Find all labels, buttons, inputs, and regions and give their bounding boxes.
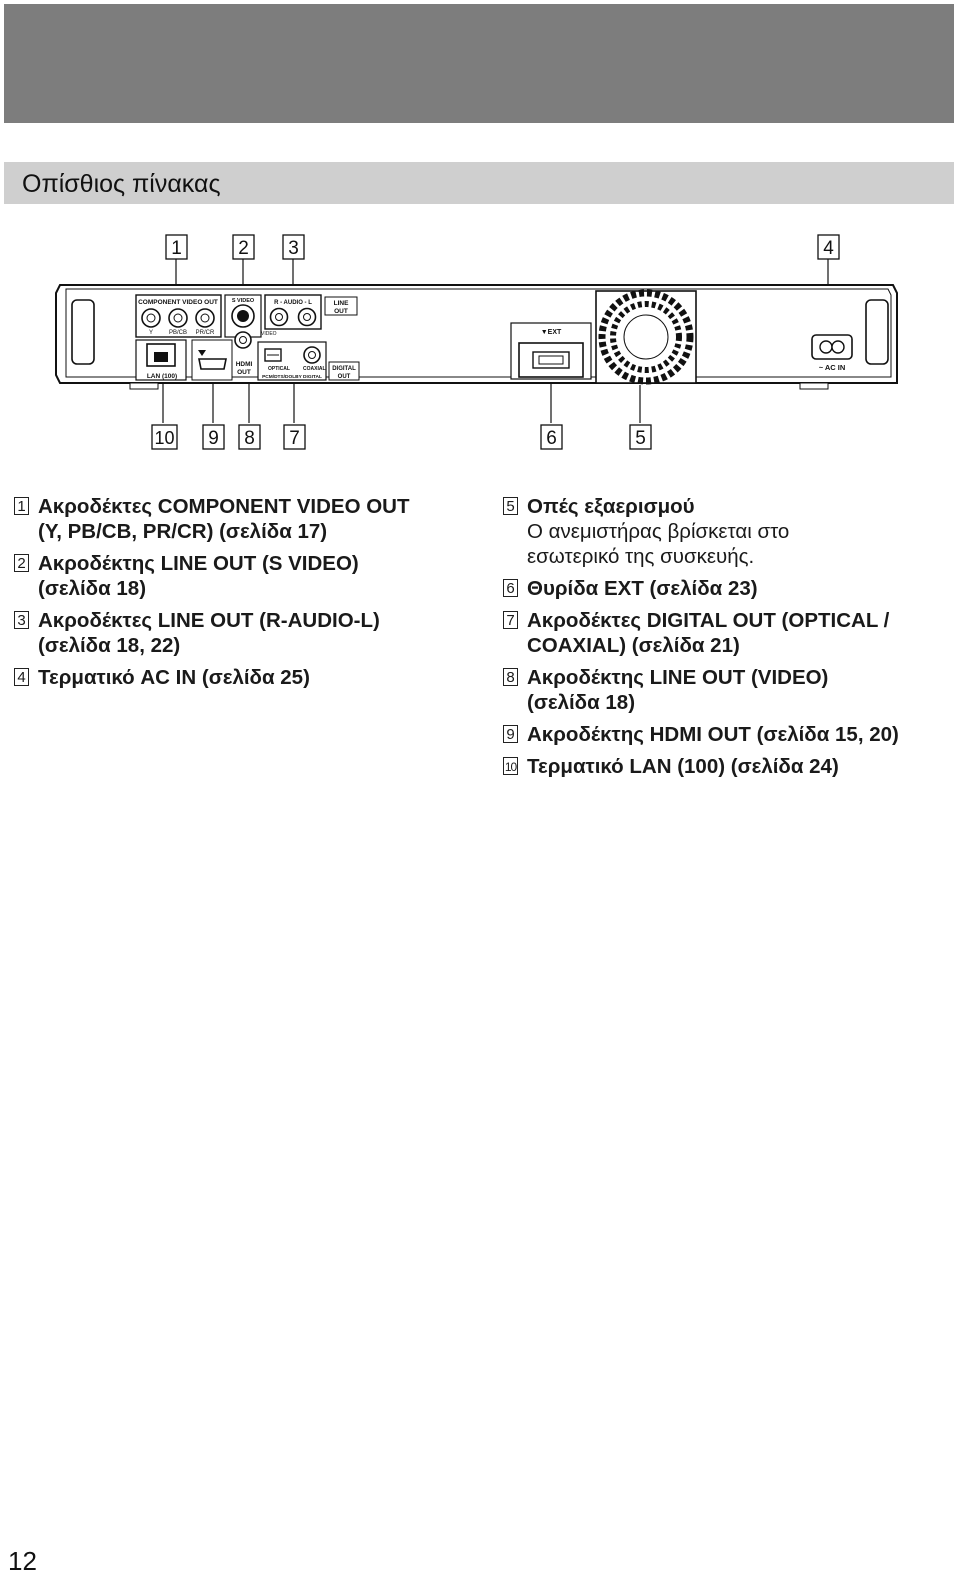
lan-port: LAN (100) <box>135 339 187 381</box>
callout-1: 1 <box>165 234 188 260</box>
svg-text:COMPONENT VIDEO OUT: COMPONENT VIDEO OUT <box>138 299 218 306</box>
list-item: 7 Ακροδέκτες DIGITAL OUT (OPTICAL / COAX… <box>503 608 955 658</box>
svg-text:1: 1 <box>171 238 182 259</box>
item-text: Ακροδέκτης HDMI OUT (σελίδα 15, 20) <box>527 723 899 746</box>
item-text: Τερματικό LAN (100) (σελίδα 24) <box>527 755 839 778</box>
svg-text:Y: Y <box>149 330 153 336</box>
section-header: Οπίσθιος πίνακας <box>4 162 954 204</box>
ext-slot: ▼EXT <box>510 322 592 380</box>
svg-text:4: 4 <box>823 238 834 259</box>
svg-text:9: 9 <box>208 428 219 449</box>
svg-text:LAN (100): LAN (100) <box>147 373 177 380</box>
item-text: Θυρίδα EXT (σελίδα 23) <box>527 577 758 600</box>
list-item: 10 Τερματικό LAN (100) (σελίδα 24) <box>503 754 955 779</box>
svg-text:VIDEO: VIDEO <box>261 331 277 337</box>
svg-text:5: 5 <box>635 428 646 449</box>
item-text: Τερματικό AC IN (σελίδα 25) <box>38 666 310 689</box>
rear-panel-diagram: 1 2 3 4 <box>55 234 898 450</box>
component-video-out-jacks: COMPONENT VIDEO OUT Y PB/CB PR/CR <box>135 294 222 338</box>
left-description-list: 1 Ακροδέκτες COMPONENT VIDEO OUT (Y, PB/… <box>14 494 464 697</box>
item-text: Οπές εξαερισμού <box>527 495 695 518</box>
header-band <box>4 4 954 123</box>
item-number: 7 <box>503 611 518 629</box>
svg-text:HDMI: HDMI <box>236 361 253 368</box>
svg-text:PB/CB: PB/CB <box>169 330 187 336</box>
item-number: 5 <box>503 497 518 515</box>
item-text: (σελίδα 18, 22) <box>38 634 181 657</box>
svg-text:PCM/DTS/DOLBY DIGITAL: PCM/DTS/DOLBY DIGITAL <box>262 374 322 380</box>
item-number: 6 <box>503 579 518 597</box>
svg-text:OUT: OUT <box>334 308 348 315</box>
svg-text:▼EXT: ▼EXT <box>541 329 562 336</box>
callout-5: 5 <box>629 424 652 450</box>
svg-text:OPTICAL: OPTICAL <box>268 366 290 372</box>
section-title: Οπίσθιος πίνακας <box>22 170 221 198</box>
item-text: (σελίδα 18) <box>527 691 636 714</box>
svg-text:10: 10 <box>154 428 174 448</box>
callout-6: 6 <box>540 424 563 450</box>
item-number: 3 <box>14 611 29 629</box>
item-number: 10 <box>503 757 518 775</box>
callout-2: 2 <box>232 234 255 260</box>
r-audio-l-jacks: R - AUDIO - L <box>264 294 322 330</box>
line-out-label: LINE OUT <box>324 296 358 316</box>
svg-text:LINE: LINE <box>334 300 349 307</box>
item-text: (Y, PB/CB, PR/CR) (σελίδα 17) <box>38 520 328 543</box>
list-item: 5 Οπές εξαερισμού Ο ανεμιστήρας βρίσκετα… <box>503 494 955 569</box>
ac-in-terminal: ~ AC IN <box>811 334 853 372</box>
callout-3: 3 <box>282 234 305 260</box>
list-item: 3 Ακροδέκτες LINE OUT (R-AUDIO-L) (σελίδ… <box>14 608 464 658</box>
item-number: 9 <box>503 725 518 743</box>
callout-8: 8 <box>238 424 261 450</box>
item-text: Ακροδέκτες DIGITAL OUT (OPTICAL / <box>527 609 890 632</box>
item-number: 2 <box>14 554 29 572</box>
item-number: 1 <box>14 497 29 515</box>
list-item: 8 Ακροδέκτης LINE OUT (VIDEO) (σελίδα 18… <box>503 665 955 715</box>
item-text: COAXIAL) (σελίδα 21) <box>527 634 740 657</box>
ventilation-grille <box>595 289 697 385</box>
callout-7: 7 <box>283 424 306 450</box>
s-video-and-video-jacks: S VIDEO VIDEO <box>224 294 277 349</box>
item-description: εσωτερικό της συσκευής. <box>527 545 755 568</box>
digital-out-jacks: OPTICAL COAXIAL PCM/DTS/DOLBY DIGITAL DI… <box>257 341 360 381</box>
page-number: 12 <box>8 1546 37 1576</box>
item-text: Ακροδέκτες LINE OUT (R-AUDIO-L) <box>38 609 380 632</box>
svg-text:6: 6 <box>546 428 557 449</box>
svg-text:~ AC IN: ~ AC IN <box>819 363 846 372</box>
svg-text:7: 7 <box>289 428 300 449</box>
callout-4: 4 <box>817 234 840 260</box>
svg-text:OUT: OUT <box>338 374 351 380</box>
svg-text:3: 3 <box>288 238 299 259</box>
list-item: 4 Τερματικό AC IN (σελίδα 25) <box>14 665 464 690</box>
item-description: Ο ανεμιστήρας βρίσκεται στο <box>527 520 790 543</box>
item-text: Ακροδέκτης LINE OUT (S VIDEO) <box>38 552 359 575</box>
rear-panel-figure: 1 2 3 4 <box>0 225 960 465</box>
item-text: Ακροδέκτες COMPONENT VIDEO OUT <box>38 495 410 518</box>
item-text: Ακροδέκτης LINE OUT (VIDEO) <box>527 666 829 689</box>
svg-text:8: 8 <box>244 428 255 449</box>
svg-text:COAXIAL: COAXIAL <box>303 366 326 372</box>
list-item: 1 Ακροδέκτες COMPONENT VIDEO OUT (Y, PB/… <box>14 494 464 544</box>
svg-text:OUT: OUT <box>237 369 251 376</box>
svg-text:PR/CR: PR/CR <box>196 330 215 336</box>
hdmi-port: HDMI OUT <box>191 339 253 381</box>
svg-text:S VIDEO: S VIDEO <box>232 298 255 304</box>
svg-text:2: 2 <box>238 238 249 259</box>
item-number: 4 <box>14 668 29 686</box>
item-text: (σελίδα 18) <box>38 577 147 600</box>
svg-text:DIGITAL: DIGITAL <box>332 366 356 372</box>
callout-10: 10 <box>151 424 178 450</box>
list-item: 6 Θυρίδα EXT (σελίδα 23) <box>503 576 955 601</box>
list-item: 9 Ακροδέκτης HDMI OUT (σελίδα 15, 20) <box>503 722 955 747</box>
list-item: 2 Ακροδέκτης LINE OUT (S VIDEO) (σελίδα … <box>14 551 464 601</box>
item-number: 8 <box>503 668 518 686</box>
callout-9: 9 <box>202 424 225 450</box>
right-description-list: 5 Οπές εξαερισμού Ο ανεμιστήρας βρίσκετα… <box>503 494 955 786</box>
svg-text:R - AUDIO - L: R - AUDIO - L <box>274 300 312 306</box>
